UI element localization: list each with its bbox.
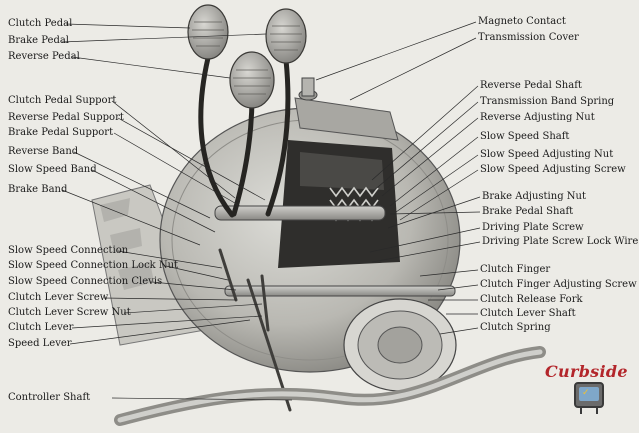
clutch-drum bbox=[343, 298, 457, 392]
label-clutch-spring: Clutch Spring bbox=[480, 322, 551, 333]
label-slow-speed-connection-clevis: Slow Speed Connection Clevis bbox=[8, 276, 163, 287]
label-clutch-lever-shaft: Clutch Lever Shaft bbox=[480, 308, 576, 319]
label-brake-adjusting-nut: Brake Adjusting Nut bbox=[482, 191, 586, 202]
label-slow-speed-adjusting-nut: Slow Speed Adjusting Nut bbox=[480, 149, 614, 160]
engine-block bbox=[91, 184, 206, 346]
label-reverse-band: Reverse Band bbox=[8, 146, 79, 157]
reverse-pedal-pad bbox=[229, 51, 275, 109]
label-slow-speed-band: Slow Speed Band bbox=[8, 164, 97, 175]
curbside-logo-text: Curbside bbox=[545, 362, 628, 381]
pedal-stems bbox=[198, 55, 291, 218]
label-clutch-pedal-support: Clutch Pedal Support bbox=[8, 95, 117, 106]
label-driving-plate-screw: Driving Plate Screw bbox=[482, 222, 584, 233]
label-speed-lever: Speed Lever bbox=[8, 338, 72, 349]
label-clutch-lever-screw-nut: Clutch Lever Screw Nut bbox=[8, 307, 131, 318]
label-controller-shaft: Controller Shaft bbox=[8, 392, 91, 403]
label-brake-band: Brake Band bbox=[8, 184, 68, 195]
brake-pedal-pad bbox=[265, 8, 307, 64]
leader-lines-right bbox=[315, 21, 481, 335]
label-magneto-contact: Magneto Contact bbox=[478, 16, 566, 27]
label-reverse-pedal-shaft: Reverse Pedal Shaft bbox=[480, 80, 582, 91]
label-brake-pedal: Brake Pedal bbox=[8, 35, 70, 46]
label-driving-plate-screw-lock-wire: Driving Plate Screw Lock Wire bbox=[482, 236, 639, 247]
label-reverse-pedal-support: Reverse Pedal Support bbox=[8, 112, 124, 123]
label-slow-speed-adjusting-screw: Slow Speed Adjusting Screw bbox=[480, 164, 626, 175]
label-reverse-adjusting-nut: Reverse Adjusting Nut bbox=[480, 112, 595, 123]
label-transmission-cover: Transmission Cover bbox=[478, 32, 579, 43]
label-slow-speed-connection: Slow Speed Connection bbox=[8, 245, 129, 256]
label-slow-speed-shaft: Slow Speed Shaft bbox=[480, 131, 570, 142]
label-transmission-band-spring: Transmission Band Spring bbox=[480, 96, 615, 107]
label-clutch-lever: Clutch Lever bbox=[8, 322, 74, 333]
pedal-cross-shaft bbox=[214, 205, 456, 297]
label-slow-speed-connection-lock-nut: Slow Speed Connection Lock Nut bbox=[8, 260, 179, 271]
tv-icon: ✓ bbox=[574, 382, 604, 414]
label-brake-pedal-shaft: Brake Pedal Shaft bbox=[482, 206, 574, 217]
label-brake-pedal-support: Brake Pedal Support bbox=[8, 127, 114, 138]
label-clutch-pedal: Clutch Pedal bbox=[8, 18, 73, 29]
label-clutch-lever-screw: Clutch Lever Screw bbox=[8, 292, 109, 303]
label-clutch-finger: Clutch Finger bbox=[480, 264, 551, 275]
label-clutch-release-fork: Clutch Release Fork bbox=[480, 294, 583, 305]
label-reverse-pedal: Reverse Pedal bbox=[8, 51, 80, 62]
controller-shaft-tube bbox=[114, 346, 546, 426]
pedal-ribbing bbox=[192, 21, 302, 95]
label-clutch-finger-adjusting-screw: Clutch Finger Adjusting Screw bbox=[480, 279, 637, 290]
leader-lines-left bbox=[61, 23, 293, 401]
clutch-pedal-pad bbox=[187, 4, 229, 60]
